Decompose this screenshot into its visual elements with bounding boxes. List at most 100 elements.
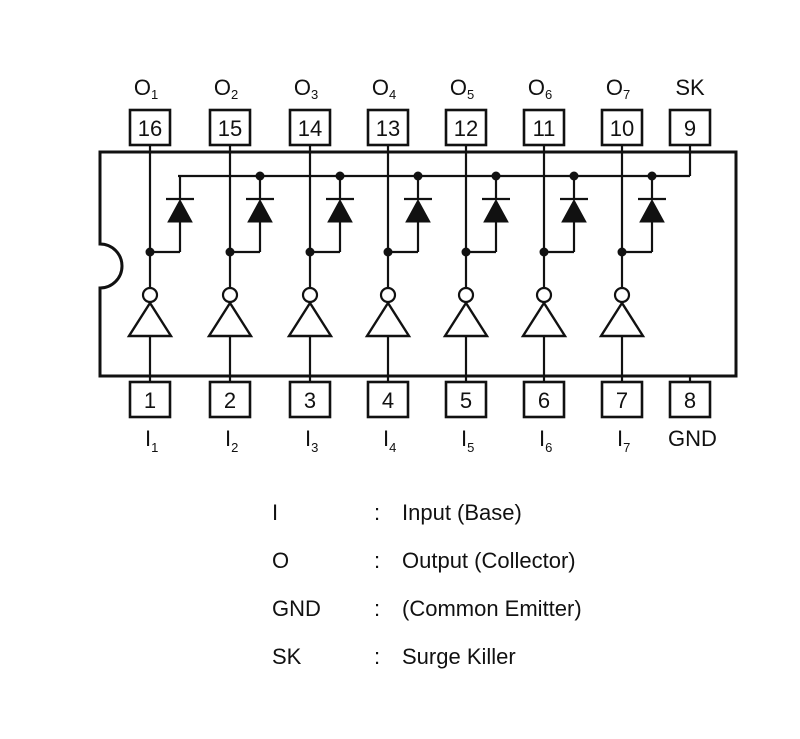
pin-box bbox=[128, 108, 172, 147]
pin-box bbox=[444, 380, 488, 419]
bus-junction-dot bbox=[647, 171, 657, 181]
bottom-pin-1: 1I1 bbox=[128, 376, 172, 455]
top-pin-15: 15 O2 bbox=[208, 75, 252, 152]
pin-box bbox=[128, 380, 172, 419]
pin-number: 3 bbox=[304, 388, 316, 413]
legend-symbol: I bbox=[272, 500, 278, 525]
pin-box bbox=[600, 108, 644, 147]
pin-number: 6 bbox=[538, 388, 550, 413]
inverter-bubble bbox=[301, 286, 319, 304]
legend-row: O:Output (Collector) bbox=[272, 548, 576, 573]
diode bbox=[561, 198, 587, 223]
channel-4 bbox=[364, 152, 432, 376]
channel-6 bbox=[520, 152, 588, 376]
legend-description: (Common Emitter) bbox=[402, 596, 582, 621]
diode bbox=[405, 198, 431, 223]
pin-number: 12 bbox=[454, 116, 478, 141]
bottom-pin-5: 5I5 bbox=[444, 376, 488, 455]
top-pin-11: 11 O6 bbox=[522, 75, 566, 152]
legend-symbol: GND bbox=[272, 596, 321, 621]
diode bbox=[167, 198, 193, 223]
bottom-pin-6: 6I6 bbox=[522, 376, 566, 455]
pin-label: O5 bbox=[450, 75, 474, 102]
legend-description: Input (Base) bbox=[402, 500, 522, 525]
pin-box bbox=[208, 380, 252, 419]
pin-number: 1 bbox=[144, 388, 156, 413]
diode bbox=[639, 198, 665, 223]
pin-number: 15 bbox=[218, 116, 242, 141]
inverter-triangle bbox=[598, 300, 646, 338]
channel-7 bbox=[598, 152, 666, 376]
channel-2 bbox=[206, 152, 274, 376]
inverter-bubble bbox=[221, 286, 239, 304]
pin-box bbox=[208, 108, 252, 147]
pin-label: O3 bbox=[294, 75, 318, 102]
pin-box bbox=[444, 108, 488, 147]
legend-row: I: Input (Base) bbox=[272, 500, 522, 525]
surge-killer-bus bbox=[178, 152, 692, 178]
pin-box bbox=[668, 108, 712, 147]
pin-number: 2 bbox=[224, 388, 236, 413]
inverter-bubble bbox=[379, 286, 397, 304]
inverter-triangle bbox=[286, 300, 334, 338]
diode bbox=[327, 198, 353, 223]
pin-box bbox=[366, 380, 410, 419]
pin-label: I6 bbox=[539, 426, 552, 455]
diode bbox=[483, 198, 509, 223]
pin-box bbox=[522, 108, 566, 147]
ic-package-body bbox=[98, 150, 738, 378]
pin-number: 8 bbox=[684, 388, 696, 413]
pin-number: 5 bbox=[460, 388, 472, 413]
pin-label: I3 bbox=[305, 426, 318, 455]
pin-number: 16 bbox=[138, 116, 162, 141]
pin-label: I7 bbox=[617, 426, 630, 455]
bottom-pin-3: 3I3 bbox=[288, 376, 332, 455]
channel-5 bbox=[442, 152, 510, 376]
bottom-pin-4: 4I4 bbox=[366, 376, 410, 455]
top-pin-12: 12 O5 bbox=[444, 75, 488, 152]
pin-number: 14 bbox=[298, 116, 322, 141]
inverter-bubble bbox=[457, 286, 475, 304]
pin-box bbox=[668, 380, 712, 419]
bottom-pin-2: 2I2 bbox=[208, 376, 252, 455]
inverter-bubble bbox=[613, 286, 631, 304]
legend-description: Surge Killer bbox=[402, 644, 516, 669]
bus-junction-dot bbox=[413, 171, 423, 181]
pin-number: 13 bbox=[376, 116, 400, 141]
legend-separator: : bbox=[374, 548, 380, 573]
bus-junction-dot bbox=[569, 171, 579, 181]
top-pin-9: 9SK bbox=[668, 75, 712, 152]
pin-box bbox=[522, 380, 566, 419]
bus-junction-dot bbox=[335, 171, 345, 181]
channel-3 bbox=[286, 152, 354, 376]
bus-junction-dot bbox=[491, 171, 501, 181]
inverter-triangle bbox=[520, 300, 568, 338]
pin-box bbox=[288, 380, 332, 419]
pin-number: 11 bbox=[533, 116, 556, 141]
pin-label: GND bbox=[668, 426, 717, 451]
inverter-triangle bbox=[442, 300, 490, 338]
legend-separator: : bbox=[374, 596, 380, 621]
legend-row: GND: (Common Emitter) bbox=[272, 596, 582, 621]
inverter-triangle bbox=[206, 300, 254, 338]
pin-number: 9 bbox=[684, 116, 696, 141]
pin-box bbox=[288, 108, 332, 147]
pin-label: O6 bbox=[528, 75, 552, 102]
inverter-triangle bbox=[126, 300, 174, 338]
pin-label: I4 bbox=[383, 426, 396, 455]
pin-box bbox=[600, 380, 644, 419]
legend-symbol: SK bbox=[272, 644, 302, 669]
legend-separator: : bbox=[374, 500, 380, 525]
channel-1 bbox=[126, 152, 194, 376]
inverter-bubble bbox=[141, 286, 159, 304]
bottom-pin-7: 7I7 bbox=[600, 376, 644, 455]
pin-number: 10 bbox=[610, 116, 634, 141]
legend-symbol: O bbox=[272, 548, 289, 573]
pin-label: I1 bbox=[145, 426, 158, 455]
pin-label: O2 bbox=[214, 75, 238, 102]
